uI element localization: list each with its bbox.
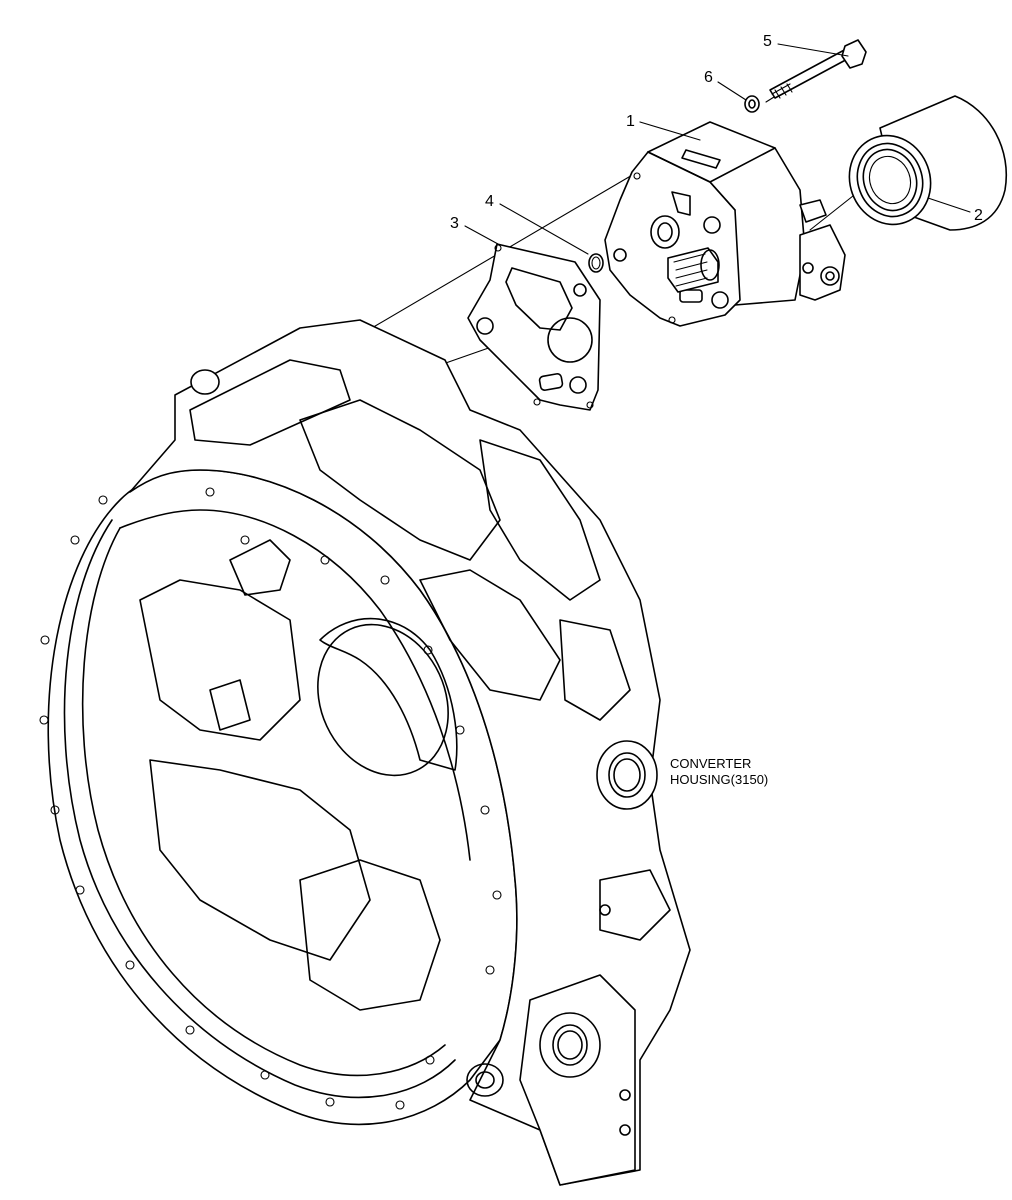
converter-housing (39, 319, 691, 1186)
callout-4: 4 (485, 193, 494, 210)
callout-5: 5 (763, 33, 772, 50)
washer-part-6 (744, 95, 760, 113)
callout-1: 1 (626, 113, 635, 130)
callout-numbers: 1 2 3 4 5 6 (450, 33, 983, 232)
housing-label-line2: HOUSING(3150) (670, 772, 768, 787)
pump-part-1 (604, 121, 846, 327)
o-ring-part-4 (588, 253, 604, 273)
housing-label-line1: CONVERTER (670, 756, 751, 771)
callout-2: 2 (974, 207, 983, 224)
filter-part-2 (848, 95, 1007, 231)
bolt-part-5 (769, 39, 867, 99)
callout-leaders (464, 43, 971, 255)
housing-label: CONVERTER HOUSING(3150) (670, 756, 768, 787)
callout-3: 3 (450, 215, 459, 232)
gasket-part-3 (467, 243, 601, 411)
callout-6: 6 (704, 69, 713, 86)
